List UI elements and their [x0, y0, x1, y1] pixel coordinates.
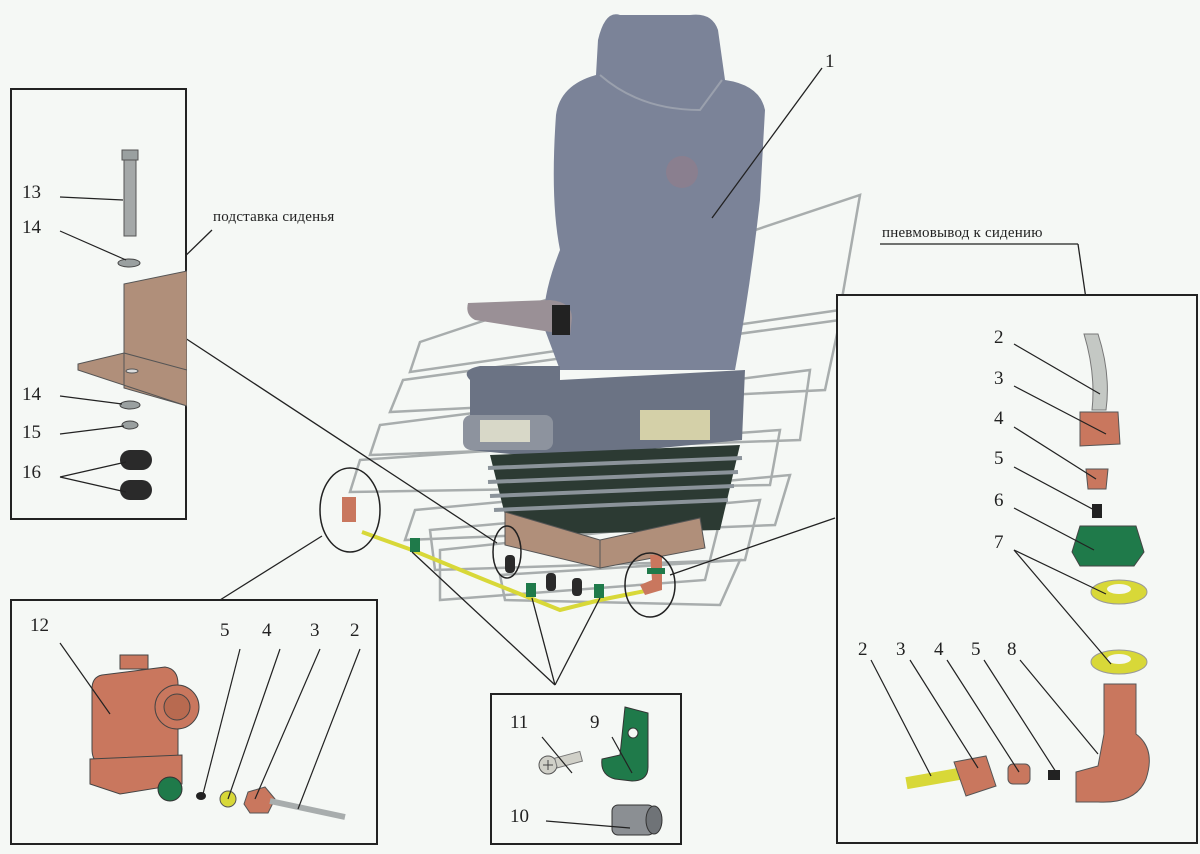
sleeve-icon [1085, 468, 1109, 490]
callout-12: 12 [30, 615, 49, 636]
washer-icon [117, 258, 141, 268]
callout-5: 5 [220, 620, 230, 641]
grommet-icon [611, 804, 663, 836]
callout-1: 1 [825, 51, 835, 72]
hose-icon [1083, 333, 1108, 411]
callout-7: 7 [994, 532, 1004, 553]
callout-11: 11 [510, 712, 529, 733]
seat-armrest [467, 300, 572, 335]
seat-backrest [544, 14, 765, 371]
callout-3: 3 [310, 620, 320, 641]
panel-valve-connection: 12 5 4 3 2 [10, 599, 378, 845]
seat-bellows [487, 445, 743, 535]
screw-icon [538, 750, 584, 775]
panel-valve-art [59, 642, 361, 820]
callout-10: 10 [510, 806, 529, 827]
callout-4: 4 [934, 639, 944, 660]
panel-clip-fastening: 11 9 10 [490, 693, 682, 845]
panel-seat-stand-fasteners: 13 14 14 15 16 [10, 88, 187, 520]
callout-3: 3 [994, 368, 1004, 389]
note-pneumatic-outlet: пневмовывод к сидению [882, 225, 1043, 241]
lock-washer-icon [121, 420, 139, 430]
callout-4: 4 [262, 620, 272, 641]
callout-8: 8 [1007, 639, 1017, 660]
filter-icon [196, 792, 206, 800]
detail-circles [319, 467, 676, 618]
rubber-pad-icon [120, 480, 152, 500]
callout-3: 3 [896, 639, 906, 660]
yellow-tube-icon [905, 766, 967, 790]
nut-icon [1079, 411, 1121, 447]
callout-14: 14 [22, 217, 41, 238]
panel-fasteners-art [59, 149, 187, 500]
tube-icon [269, 798, 346, 820]
bolt-icon [121, 149, 139, 237]
seat-emblem [666, 156, 698, 188]
sleeve-icon [1007, 763, 1031, 785]
clip [526, 583, 536, 597]
green-fitting-icon [157, 776, 183, 802]
rubber-pad-icon [120, 450, 152, 470]
clip-icon [601, 706, 649, 782]
clip [410, 538, 420, 552]
washer-icon [119, 400, 141, 410]
rubber-feet [505, 555, 582, 596]
callout-13: 13 [22, 182, 41, 203]
callout-2: 2 [350, 620, 360, 641]
air-line [342, 497, 665, 613]
elbow-fitting-icon [1075, 683, 1150, 803]
panel-elbow-art [870, 333, 1150, 803]
callout-5: 5 [971, 639, 981, 660]
callout-15: 15 [22, 422, 41, 443]
callout-5: 5 [994, 448, 1004, 469]
callout-2: 2 [994, 327, 1004, 348]
panel-clip-art [538, 706, 663, 836]
note-seat-stand: подставка сиденья [213, 209, 335, 225]
panel-elbow-fitting: 2 3 4 5 6 7 2 3 4 5 8 [836, 294, 1198, 844]
seat-stand-bracket [77, 270, 187, 407]
clip [594, 584, 604, 598]
callout-14: 14 [22, 384, 41, 405]
nut-icon [243, 786, 276, 814]
callout-2: 2 [858, 639, 868, 660]
filter-icon [1048, 770, 1060, 780]
callout-6: 6 [994, 490, 1004, 511]
callout-9: 9 [590, 712, 600, 733]
callout-16: 16 [22, 462, 41, 483]
callout-4: 4 [994, 408, 1004, 429]
green-nut-icon [1071, 525, 1145, 567]
nut-icon [953, 755, 997, 797]
seat-assembly [463, 14, 765, 596]
